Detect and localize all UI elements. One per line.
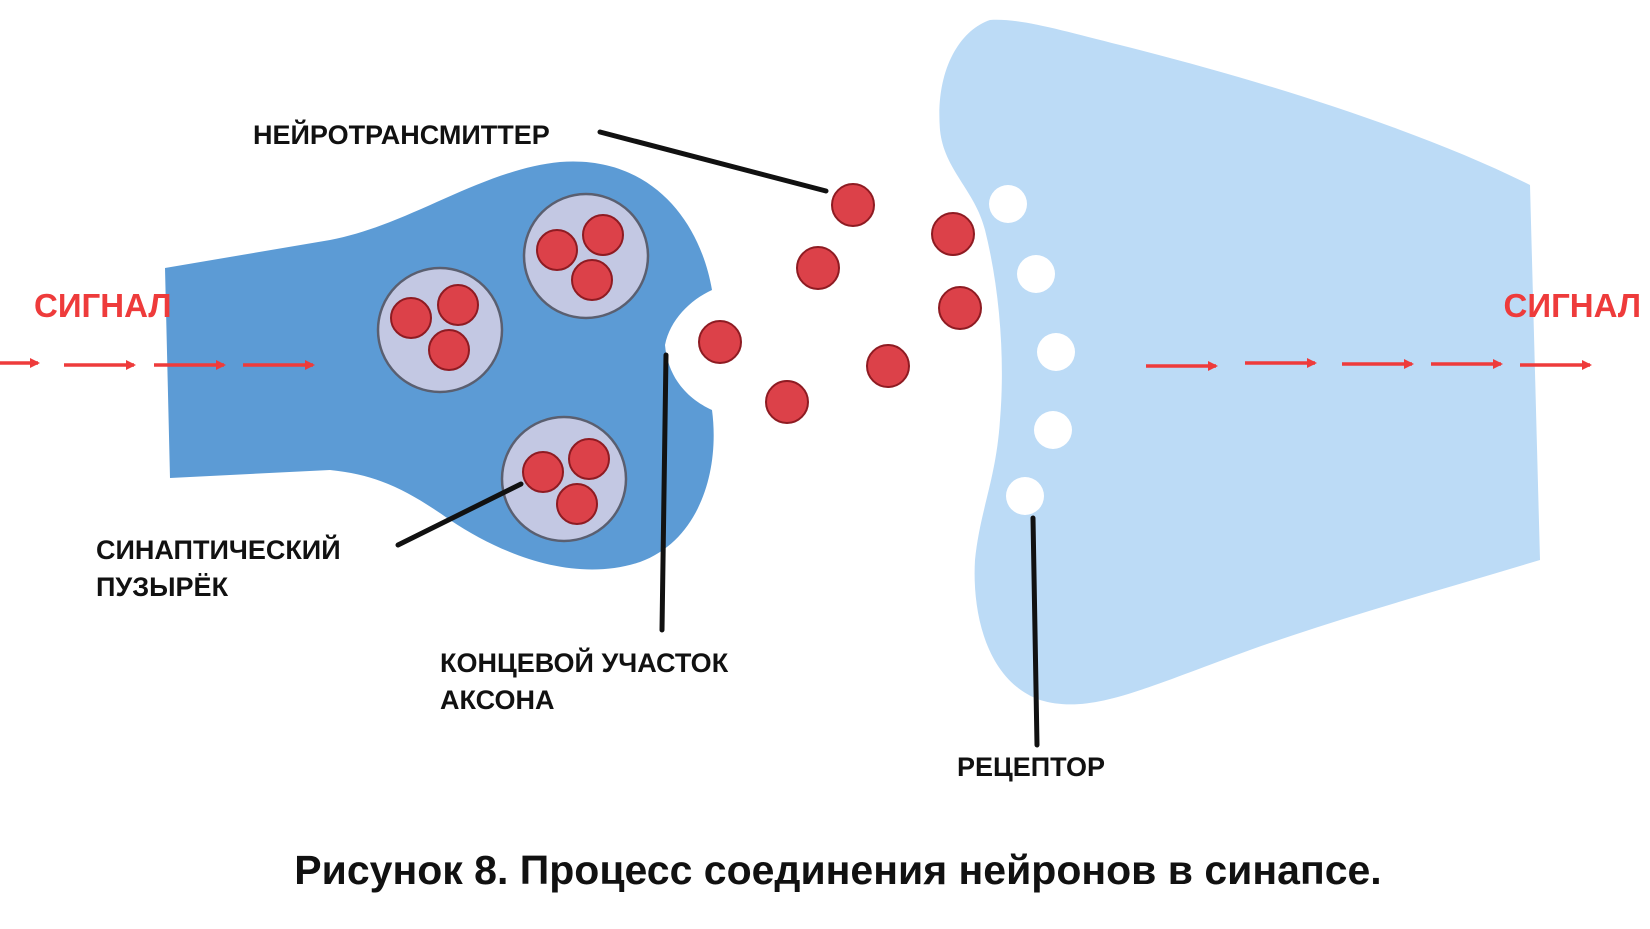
vesicle <box>522 192 650 320</box>
red-circle-icon <box>556 483 598 525</box>
red-circle-icon <box>522 451 564 493</box>
red-circle-icon <box>796 246 840 290</box>
neurotransmitter-label: НЕЙРОТРАНСМИТТЕР <box>253 119 550 150</box>
red-circle-icon <box>437 284 479 326</box>
red-circle-icon <box>428 329 470 371</box>
red-circle-icon <box>931 212 975 256</box>
red-circle-icon <box>390 297 432 339</box>
synaptic-vesicles <box>376 192 650 543</box>
receptor-notch-icon <box>1037 333 1075 371</box>
vesicle-label-line2: ПУЗЫРЁК <box>96 572 229 602</box>
signal-label-left: СИГНАЛ <box>34 287 171 324</box>
axon-terminal-label: КОНЦЕВОЙ УЧАСТОК АКСОНА <box>440 647 736 715</box>
figure-caption: Рисунок 8. Процесс соединения нейронов в… <box>294 847 1381 893</box>
receptor-notches <box>989 185 1075 515</box>
free-neurotransmitters <box>698 183 982 424</box>
neurotransmitter-pointer <box>597 129 829 194</box>
receptor-notch-icon <box>1017 255 1055 293</box>
receptor-notch-icon <box>1034 411 1072 449</box>
leader-lines <box>395 129 1040 748</box>
receptor-notch-icon <box>1006 477 1044 515</box>
postsynaptic-neuron <box>939 19 1540 705</box>
signal-arrows-left <box>0 358 315 370</box>
receptor-label: РЕЦЕПТОР <box>957 752 1105 782</box>
red-circle-icon <box>866 344 910 388</box>
red-circle-icon <box>698 320 742 364</box>
red-circle-icon <box>536 229 578 271</box>
red-circle-icon <box>568 438 610 480</box>
red-circle-icon <box>938 286 982 330</box>
receptor-pointer <box>1030 515 1040 748</box>
postsynaptic-body <box>939 19 1540 705</box>
signal-label-right: СИГНАЛ <box>1504 287 1641 324</box>
red-circle-icon <box>582 214 624 256</box>
receptor-notch-icon <box>989 185 1027 223</box>
vesicle <box>376 266 504 394</box>
axon-terminal-label-line2: АКСОНА <box>440 685 554 715</box>
vesicle-label-line1: СИНАПТИЧЕСКИЙ <box>96 534 341 565</box>
vesicle-pointer <box>395 481 524 548</box>
red-circle-icon <box>571 259 613 301</box>
red-circle-icon <box>831 183 875 227</box>
signal-arrows-right <box>1146 358 1592 371</box>
axon-terminal-pointer <box>659 352 669 633</box>
vesicle <box>500 415 628 543</box>
axon-terminal-label-line1: КОНЦЕВОЙ УЧАСТОК <box>440 647 729 678</box>
vesicle-label: СИНАПТИЧЕСКИЙ ПУЗЫРЁК <box>96 534 348 602</box>
vesicle-circle-icon <box>500 415 628 543</box>
red-circle-icon <box>765 380 809 424</box>
